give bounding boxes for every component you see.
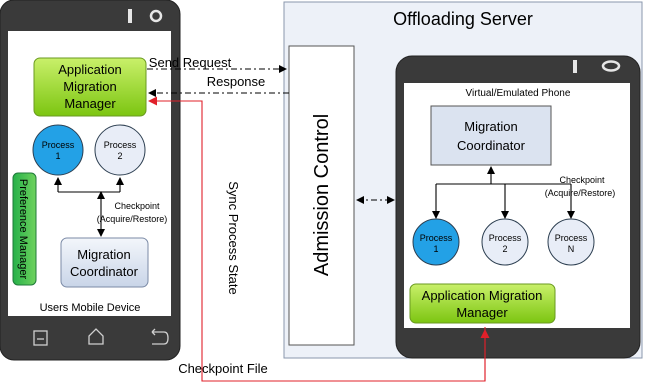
coordinator-right-line2: Coordinator bbox=[457, 138, 526, 153]
process-1-left-line2: 1 bbox=[55, 151, 60, 161]
process-n-right-line2: N bbox=[568, 244, 575, 254]
app-migration-manager-left bbox=[33, 57, 147, 117]
coordinator-left-line2: Coordinator bbox=[70, 264, 139, 279]
process-2-right-line1: Process bbox=[489, 233, 522, 243]
process-1-right bbox=[412, 218, 460, 266]
checkpoint-left-line1: Checkpoint bbox=[114, 201, 160, 211]
app-manager-left-line3: Manager bbox=[64, 96, 116, 111]
checkpoint-right-line2: (Acquire/Restore) bbox=[545, 188, 616, 198]
sync-process-state-label: Sync Process State bbox=[226, 181, 241, 294]
migration-coordinator-left bbox=[60, 237, 149, 288]
app-manager-right-line1: Application Migration bbox=[422, 288, 543, 303]
process-1-left-line1: Process bbox=[42, 140, 75, 150]
app-migration-manager-right bbox=[409, 283, 556, 324]
process-1-right-line2: 1 bbox=[433, 244, 438, 254]
checkpoint-file-path bbox=[148, 96, 490, 382]
send-request-label: Send Request bbox=[149, 55, 232, 70]
server-title: Offloading Server bbox=[393, 9, 533, 29]
process-1-right-line1: Process bbox=[420, 233, 453, 243]
process-1-left bbox=[32, 124, 84, 176]
app-manager-left-line1: Application bbox=[58, 62, 122, 77]
process-2-right bbox=[481, 218, 529, 266]
checkpoint-left-line2: (Acquire/Restore) bbox=[97, 214, 168, 224]
checkpoint-right-line1: Checkpoint bbox=[559, 175, 605, 185]
process-n-right bbox=[547, 218, 595, 266]
response-label: Response bbox=[207, 74, 266, 89]
emulated-phone-title: Virtual/Emulated Phone bbox=[466, 88, 571, 99]
coordinator-right-line1: Migration bbox=[464, 119, 517, 134]
menu-icon bbox=[33, 330, 48, 346]
admission-control-box bbox=[288, 45, 355, 346]
phone-speaker-right bbox=[573, 60, 577, 73]
app-manager-right-line2: Manager bbox=[456, 305, 508, 320]
process-2-left-line1: Process bbox=[104, 140, 137, 150]
phone-speaker-left bbox=[128, 9, 132, 23]
process-n-right-line1: Process bbox=[555, 233, 588, 243]
checkpoint-connector-right bbox=[432, 166, 575, 219]
process-2-left-line2: 2 bbox=[117, 151, 122, 161]
coordinator-left-line1: Migration bbox=[77, 247, 130, 262]
admission-control-label: Admission Control bbox=[311, 114, 333, 276]
app-manager-left-line2: Migration bbox=[63, 79, 116, 94]
phone-camera-right bbox=[601, 60, 621, 72]
preference-manager-label: Preference Manager bbox=[17, 179, 29, 280]
process-2-right-line2: 2 bbox=[502, 244, 507, 254]
checkpoint-connector-left bbox=[54, 177, 124, 237]
migration-coordinator-right bbox=[430, 105, 552, 166]
back-icon bbox=[151, 328, 169, 345]
process-2-left bbox=[94, 124, 146, 176]
phone-camera-left bbox=[149, 9, 163, 23]
home-icon bbox=[88, 328, 104, 345]
device-label: Users Mobile Device bbox=[40, 302, 141, 314]
preference-manager bbox=[12, 172, 37, 286]
checkpoint-file-label: Checkpoint File bbox=[178, 361, 268, 376]
